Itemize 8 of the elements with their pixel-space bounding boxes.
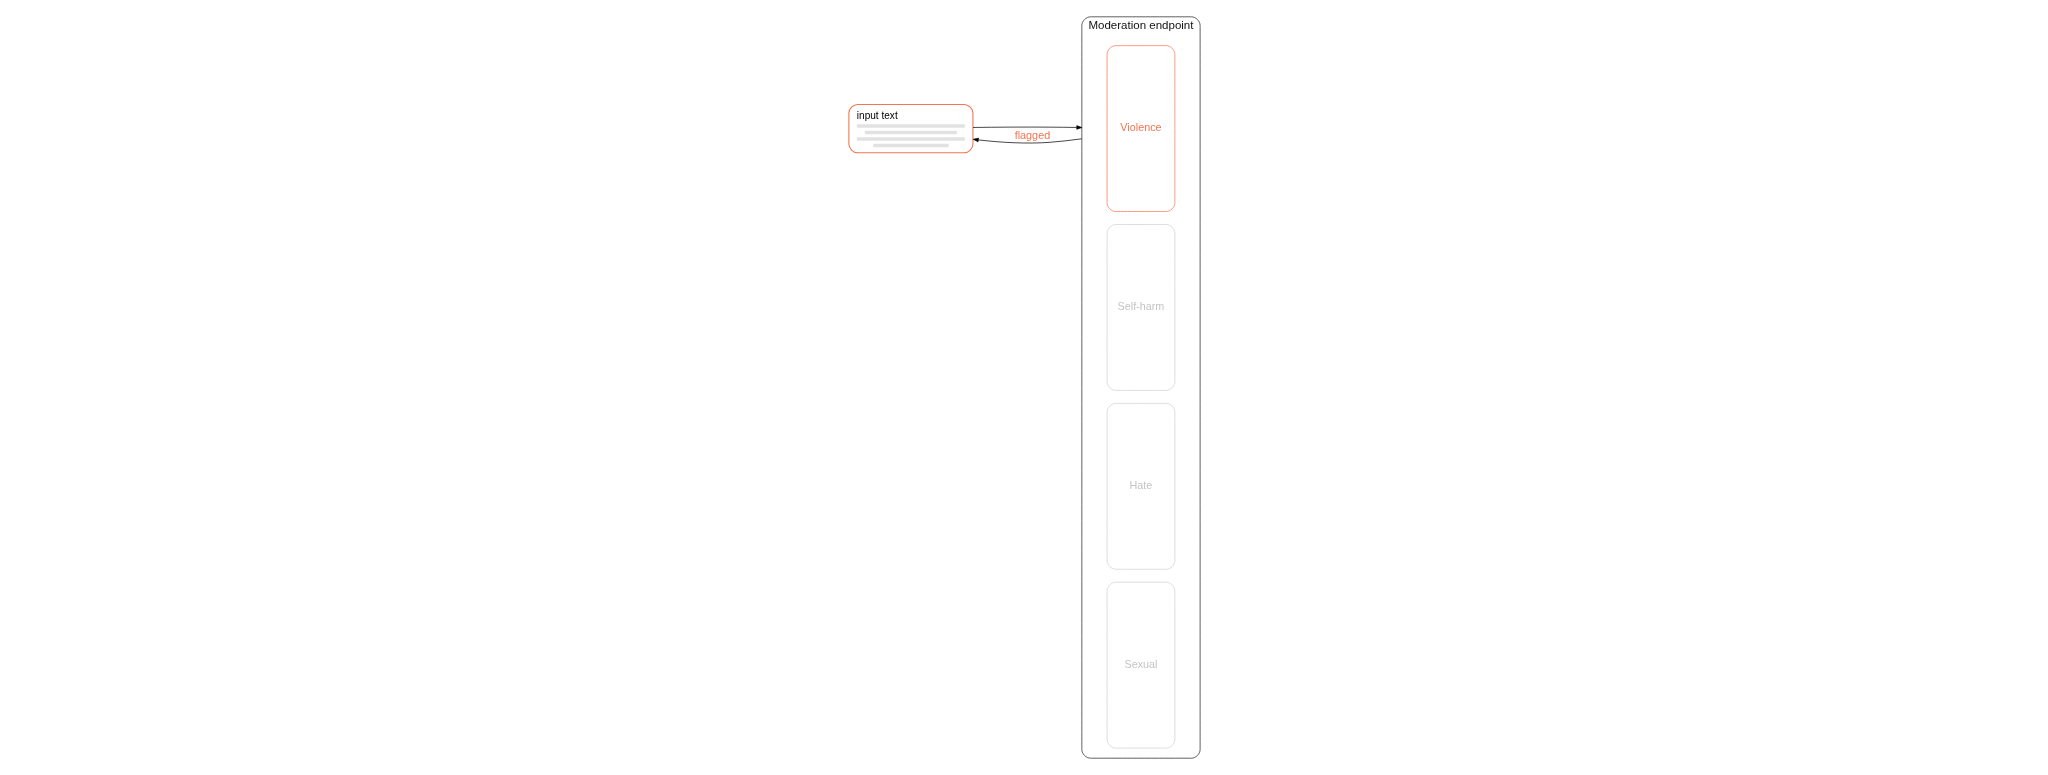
node-box: input text [847,103,973,154]
node-box: Sexual [1106,581,1175,749]
node-box: Self-harm [1106,224,1175,391]
arrow [972,125,1082,130]
node-box: Violence [1106,45,1175,212]
node-box: Hate [1106,403,1175,570]
edge-label: flagged [1014,128,1050,141]
arrow [972,137,1082,144]
